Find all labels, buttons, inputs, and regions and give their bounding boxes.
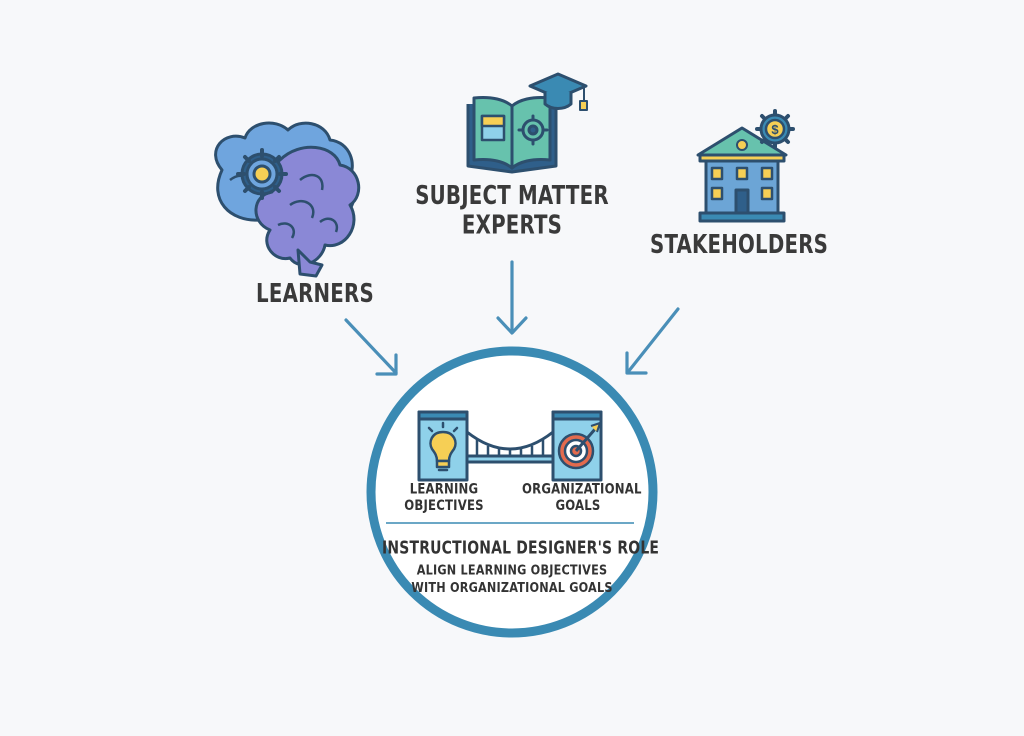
role-description: ALIGN LEARNING OBJECTIVES WITH ORGANIZAT…	[392, 562, 632, 597]
objectives-label: LEARNING OBJECTIVES	[398, 481, 490, 515]
role-title: INSTRUCTIONAL DESIGNER'S ROLE	[382, 537, 660, 558]
arrow-learners	[344, 318, 398, 376]
svg-text:$: $	[771, 122, 779, 137]
goals-label-line1: ORGANIZATIONAL	[522, 481, 642, 498]
brain-gear-icon	[214, 121, 361, 278]
goals-label-line2: GOALS	[555, 497, 601, 515]
sme-label-line2: EXPERTS	[461, 211, 563, 241]
goals-label: ORGANIZATIONAL GOALS	[522, 481, 642, 515]
stakeholders-label: STAKEHOLDERS	[650, 230, 829, 261]
lightbulb-icon	[427, 421, 459, 472]
role-description-line2: WITH ORGANIZATIONAL GOALS	[411, 579, 613, 596]
book-graduation-cap-icon	[466, 72, 588, 174]
role-description-line1: ALIGN LEARNING OBJECTIVES	[416, 561, 608, 578]
sme-label-line1: SUBJECT MATTER	[415, 181, 609, 211]
target-arrow-icon	[557, 421, 602, 470]
arrow-stakeholders	[625, 307, 680, 375]
sme-label: SUBJECT MATTER EXPERTS	[412, 181, 612, 241]
arrow-sme	[496, 260, 528, 335]
learners-label: LEARNERS	[256, 279, 374, 310]
objectives-label-line1: LEARNING	[409, 481, 479, 498]
building-dollar-gear-icon: $	[696, 109, 795, 223]
objectives-label-line2: OBJECTIVES	[404, 497, 484, 515]
